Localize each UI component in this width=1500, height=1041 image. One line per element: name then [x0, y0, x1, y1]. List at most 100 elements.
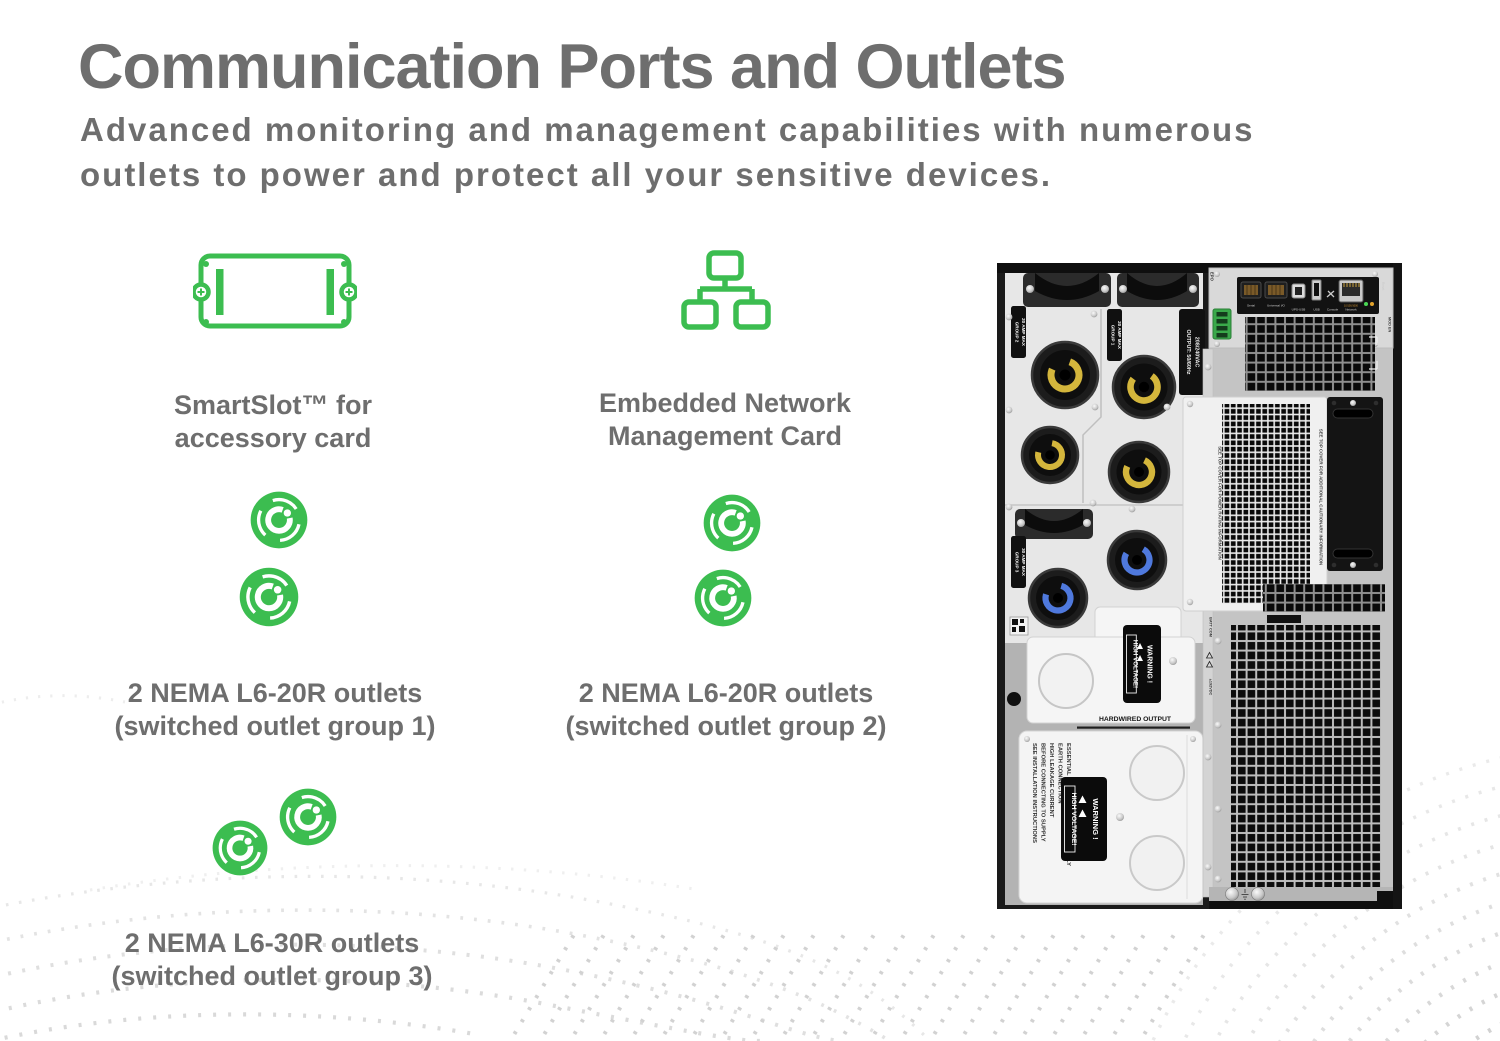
smartslot-label-line1: SmartSlot™ for [173, 390, 373, 420]
group2-label-line2: (switched outlet group 2) [565, 711, 887, 741]
svg-text:208/240VAC: 208/240VAC [1194, 337, 1200, 368]
halftone-wave-pattern [0, 694, 1500, 1041]
cable-retention-bracket [1023, 273, 1111, 307]
feature-label-outlet-group1: 2 NEMA L6-20R outlets (switched outlet g… [75, 677, 475, 743]
page-subtitle: Advanced monitoring and management capab… [80, 107, 1255, 197]
universal-io-port [1264, 281, 1288, 299]
outlet-group2-label: GROUP 2 20 AMP MAX [1011, 306, 1026, 358]
knockout-hole [1129, 835, 1185, 891]
vent-grid-bottom [1231, 625, 1381, 887]
svg-text:±192VDC: ±192VDC [1209, 679, 1213, 696]
group3-label-line1: 2 NEMA L6-30R outlets [124, 928, 420, 958]
ground-screws [1209, 887, 1393, 901]
svg-text:SEE INSTALLATION INSTRUCTIONS: SEE INSTALLATION INSTRUCTIONS [1031, 743, 1037, 843]
outlet-l6-30r [1027, 567, 1089, 629]
warning-triangle-icon [1205, 660, 1214, 668]
svg-text:WARNING !: WARNING ! [1146, 645, 1153, 683]
outlet-l6-20r [1020, 425, 1080, 485]
high-voltage-warning-label: HIGH VOLTAGE! WARNING ! [1123, 625, 1161, 703]
svg-text:Universal I/O: Universal I/O [1267, 304, 1285, 308]
reset-label: Reset [1381, 282, 1385, 290]
feature-label-network-card: Embedded Network Management Card [545, 387, 905, 453]
svg-text:20 AMP MAX: 20 AMP MAX [1021, 318, 1026, 347]
mounting-bracket-marks [1369, 336, 1378, 370]
svg-text:30 AMP MAX: 30 AMP MAX [1021, 548, 1026, 577]
outlet-l6-20r [1111, 354, 1177, 420]
subtitle-line-2: outlets to power and protect all your se… [80, 156, 1053, 193]
group3-label-line2: (switched outlet group 3) [111, 961, 433, 991]
svg-text:BATT COM: BATT COM [1209, 617, 1213, 637]
svg-text:OUTPUT: 50/60Hz: OUTPUT: 50/60Hz [1185, 330, 1191, 375]
feature-label-outlet-group2: 2 NEMA L6-20R outlets (switched outlet g… [526, 677, 926, 743]
port-labels: Serial Universal I/O UPS-USB USB Console… [1247, 304, 1359, 312]
top-cover-power-note: SEE TOP COVER FOR POWER RATING INFORMATI… [1218, 446, 1223, 560]
serial-port [1240, 281, 1262, 299]
svg-text:10/100/1000: 10/100/1000 [1344, 305, 1359, 308]
input-terminal-cover: SEE INSTALLATION INSTRUCTIONS BEFORE CON… [1018, 730, 1204, 904]
smartslot-cover [1327, 397, 1383, 571]
warning-triangle-icon [1078, 795, 1087, 803]
status-leds [1364, 302, 1374, 306]
svg-text:Serial: Serial [1247, 304, 1255, 308]
hinge-strip [1202, 348, 1214, 898]
warning-triangle-icon [1137, 655, 1143, 661]
page-title: Communication Ports and Outlets [78, 32, 1067, 103]
vent-slot [1267, 615, 1301, 623]
panel-screws [1005, 310, 1171, 513]
svg-text:GROUP 1: GROUP 1 [1111, 325, 1116, 346]
high-voltage-warning-label: HIGH VOLTAGE! WARNING ! [1061, 777, 1107, 861]
svg-text:Console: Console [1327, 308, 1339, 312]
knockout-hole [1129, 745, 1185, 801]
svg-text:GROUP 3: GROUP 3 [1015, 552, 1020, 573]
network-port [1338, 279, 1364, 303]
smartslot-label-line2: accessory card [174, 423, 372, 453]
warning-triangle-icon [1205, 651, 1214, 659]
vent-grid-middle [1222, 404, 1310, 604]
warning-triangle-icon [1137, 643, 1143, 649]
group1-label-line1: 2 NEMA L6-20R outlets [127, 678, 423, 708]
outlet-group3-label: GROUP 3 30 AMP MAX [1011, 536, 1026, 588]
epo-terminal-block [1212, 308, 1232, 340]
outlet-icon [238, 566, 300, 628]
network-tree-icon [681, 250, 771, 330]
top-cover-caution-note: SEE TOP COVER FOR ADDITIONAL CAUTIONARY … [1319, 429, 1324, 565]
outlet-icon [693, 568, 753, 628]
knockout-hole [1038, 653, 1094, 709]
svg-text:Network: Network [1345, 308, 1357, 312]
hardwired-output-cover: HIGH VOLTAGE! WARNING ! HARDWIRED OUTPUT [1026, 606, 1196, 729]
group2-label-line1: 2 NEMA L6-20R outlets [578, 678, 874, 708]
group1-label-line2: (switched outlet group 1) [114, 711, 436, 741]
feature-label-smartslot: SmartSlot™ for accessory card [93, 389, 453, 455]
outlet-icon [249, 490, 309, 550]
output-rating-label: OUTPUT: 50/60Hz 208/240VAC [1179, 309, 1205, 395]
middle-vent-plate: SEE TOP COVER FOR POWER RATING INFORMATI… [1182, 396, 1328, 612]
cable-grommet [1007, 692, 1021, 706]
outlet-icon [278, 787, 338, 847]
feature-label-outlet-group3: 2 NEMA L6-30R outlets (switched outlet g… [72, 927, 472, 993]
battery-connection-labels: BATT COM ±192VDC [1205, 617, 1214, 696]
svg-text:HIGH VOLTAGE!: HIGH VOLTAGE! [1132, 640, 1139, 688]
outlet-l6-30r [1106, 529, 1168, 591]
network-label-line1: Embedded Network [598, 388, 852, 418]
vent-grid-top [1245, 317, 1375, 391]
mod-en-label: MOD EN [1388, 317, 1392, 332]
vent-grid-small [1263, 584, 1385, 612]
svg-text:USB: USB [1313, 308, 1319, 312]
cable-retention-bracket [1015, 509, 1093, 539]
cable-retention-bracket [1117, 273, 1199, 307]
outlet-l6-20r [1030, 340, 1100, 410]
warning-triangle-icon [1078, 809, 1087, 817]
svg-text:UPS-USB: UPS-USB [1292, 308, 1306, 312]
svg-text:HIGH LEAKAGE CURRENT: HIGH LEAKAGE CURRENT [1048, 743, 1054, 818]
outlet-l6-20r [1107, 440, 1171, 504]
svg-text:HIGH VOLTAGE!: HIGH VOLTAGE! [1070, 793, 1077, 846]
outlet-group1-label: GROUP 1 20 AMP MAX [1107, 309, 1122, 361]
output-groups-panel: GROUP 2 20 AMP MAX GROUP 1 20 AMP MAX OU… [1005, 273, 1205, 706]
svg-text:WARNING !: WARNING ! [1091, 798, 1100, 839]
ups-rear-panel-image: GROUP 2 20 AMP MAX GROUP 1 20 AMP MAX OU… [997, 263, 1402, 909]
svg-text:EARTH CONNECTION: EARTH CONNECTION [1057, 743, 1063, 804]
network-label-line2: Management Card [607, 421, 843, 451]
barcode-label [1009, 616, 1029, 636]
svg-text:20 AMP MAX: 20 AMP MAX [1117, 321, 1122, 350]
outlet-icon [702, 493, 762, 553]
